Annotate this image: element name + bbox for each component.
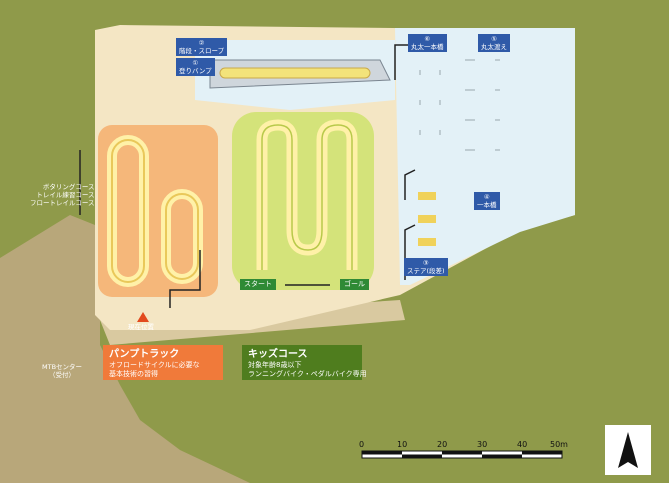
pump-track-legend: パンプトラック オフロードサイクルに必要な 基本技術の習得 <box>103 345 223 380</box>
pump-track-area <box>98 125 218 297</box>
start-label: スタート <box>240 279 276 290</box>
scale-tick-30: 30 <box>477 440 488 449</box>
log-marks <box>419 59 500 151</box>
goal-label: ゴール <box>340 279 369 290</box>
current-location-label: 現在位置 <box>128 323 154 331</box>
scale-tick-50: 50m <box>550 440 568 449</box>
scale-tick-20: 20 <box>437 440 448 449</box>
scale-tick-0: 0 <box>359 440 365 449</box>
scale-tick-10: 10 <box>397 440 408 449</box>
log-bridges <box>418 192 436 246</box>
skill-area-right <box>395 28 575 285</box>
access-road <box>0 215 250 483</box>
scale-bar <box>361 450 563 459</box>
scale-tick-40: 40 <box>517 440 528 449</box>
kids-course-track <box>256 119 358 270</box>
north-arrow-icon <box>605 425 651 475</box>
pump-track-loops <box>107 135 203 287</box>
kids-course-legend: キッズコース 対象年齢8歳以下 ランニングバイク・ペダルバイク専用 <box>242 345 367 380</box>
courses-label: ボタリングコース トレイル練習コース フロートレイルコース <box>30 183 95 207</box>
mtb-center-label: MTBセンター （受付） <box>42 363 83 379</box>
current-location-icon <box>137 312 149 322</box>
bump-track <box>209 59 391 89</box>
